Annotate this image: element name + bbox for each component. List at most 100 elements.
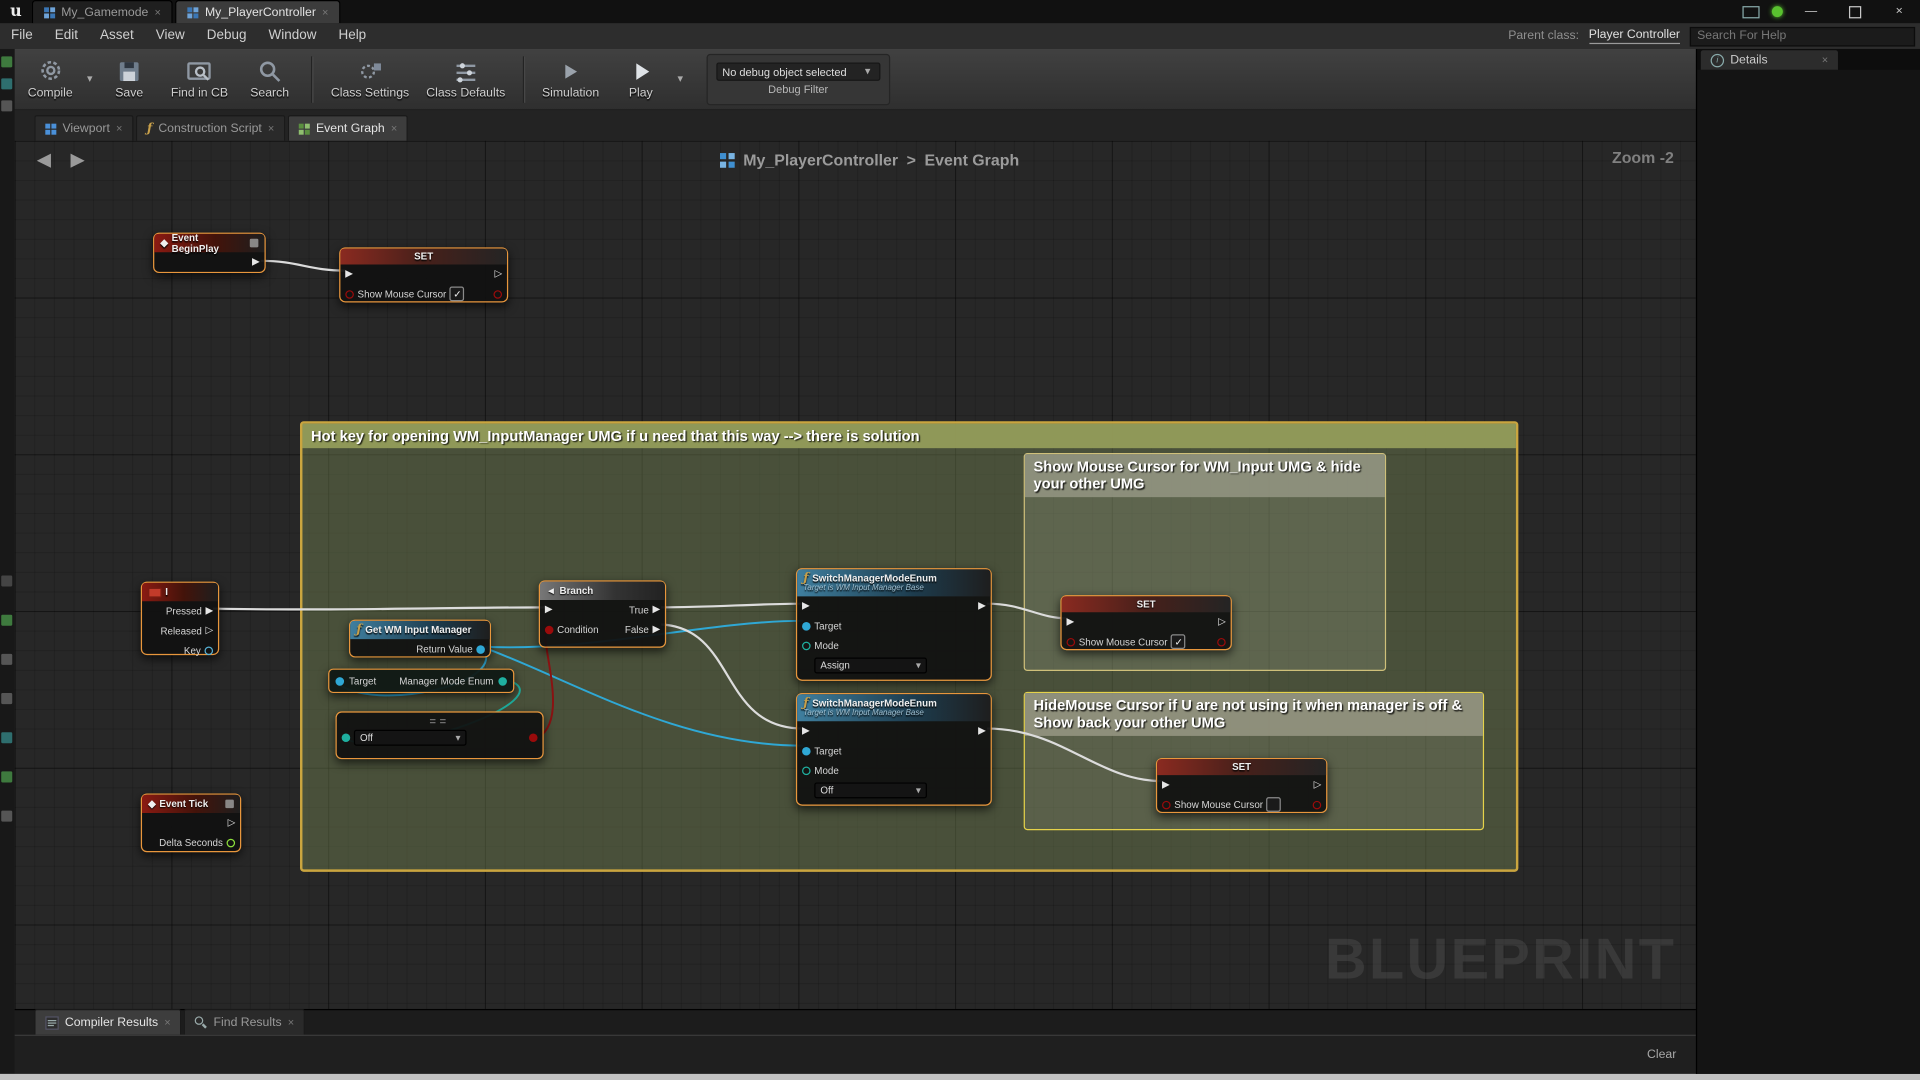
- panel-tab-icon[interactable]: [1, 56, 12, 67]
- nav-back-icon[interactable]: ◀: [37, 148, 51, 170]
- panel-tab-icon[interactable]: [1, 771, 12, 782]
- panel-tab-icon[interactable]: [1, 100, 12, 111]
- exec-in-pin[interactable]: ▶: [802, 601, 810, 611]
- play-options-dropdown[interactable]: ▾: [674, 72, 687, 85]
- enum-equal-node[interactable]: == Off ▾: [336, 711, 544, 759]
- clear-button[interactable]: Clear: [1647, 1048, 1676, 1061]
- enum-in-pin[interactable]: [342, 733, 351, 742]
- bool-out-pin[interactable]: [529, 733, 538, 742]
- play-button[interactable]: Play: [608, 55, 674, 103]
- bool-out-pin[interactable]: [1217, 637, 1226, 646]
- exec-out-pin[interactable]: ▶: [252, 257, 260, 267]
- close-icon[interactable]: ×: [164, 1016, 170, 1028]
- set-show-mouse-cursor-node[interactable]: SET ▶ ▷ Show Mouse Cursor ✓: [339, 247, 508, 302]
- target-in-pin[interactable]: [802, 621, 811, 630]
- save-button[interactable]: Save: [96, 55, 162, 103]
- menu-item-window[interactable]: Window: [258, 23, 328, 49]
- close-icon[interactable]: ×: [288, 1016, 294, 1028]
- tab-construction-script[interactable]: ƒ Construction Script ×: [136, 115, 285, 141]
- tab-details[interactable]: i Details ×: [1701, 50, 1838, 70]
- target-in-pin[interactable]: [336, 677, 345, 686]
- target-in-pin[interactable]: [802, 746, 811, 755]
- panel-tab-icon[interactable]: [1, 811, 12, 822]
- switch-manager-mode-assign-node[interactable]: ƒSwitchManagerModeEnum Target is WM Inpu…: [796, 568, 992, 681]
- event-beginplay-node[interactable]: ◆ Event BeginPlay ▶: [153, 233, 266, 273]
- bool-in-pin[interactable]: [1162, 800, 1171, 809]
- set-show-cursor-node[interactable]: SET ▶ ▷ Show Mouse Cursor ✓: [1060, 595, 1231, 650]
- branch-node[interactable]: ◄ Branch ▶ True ▶ Condition False ▶: [539, 580, 666, 647]
- panel-tab-icon[interactable]: [1, 78, 12, 89]
- close-icon[interactable]: ×: [116, 122, 122, 134]
- tab-event-graph[interactable]: Event Graph ×: [288, 115, 409, 141]
- enum-out-pin[interactable]: [498, 677, 507, 686]
- switch-manager-mode-off-node[interactable]: ƒSwitchManagerModeEnum Target is WM Inpu…: [796, 693, 992, 806]
- exec-in-pin[interactable]: ▶: [345, 269, 353, 279]
- class-defaults-button[interactable]: Class Defaults: [418, 55, 514, 103]
- exec-in-pin[interactable]: ▶: [1162, 780, 1170, 790]
- layout-icon[interactable]: [1742, 6, 1759, 18]
- exec-out-pin[interactable]: ▷: [495, 269, 503, 279]
- close-icon[interactable]: ×: [1822, 54, 1828, 66]
- nav-forward-icon[interactable]: ▶: [70, 148, 84, 170]
- enum-value-dropdown[interactable]: Off ▾: [354, 730, 467, 746]
- panel-tab-icon[interactable]: [1, 615, 12, 626]
- panel-tab-icon[interactable]: [1, 654, 12, 665]
- show-mouse-cursor-checkbox[interactable]: [1267, 797, 1282, 812]
- menu-item-asset[interactable]: Asset: [89, 23, 145, 49]
- menu-item-help[interactable]: Help: [327, 23, 377, 49]
- window-close-button[interactable]: ×: [1883, 1, 1915, 22]
- set-hide-cursor-node[interactable]: SET ▶ ▷ Show Mouse Cursor: [1156, 758, 1327, 813]
- window-minimize-button[interactable]: —: [1795, 1, 1827, 22]
- delta-seconds-pin[interactable]: [227, 838, 236, 847]
- condition-pin[interactable]: [545, 625, 554, 634]
- panel-tab-icon[interactable]: [1, 732, 12, 743]
- compile-button[interactable]: Compile: [17, 55, 83, 103]
- menu-item-file[interactable]: File: [0, 23, 44, 49]
- panel-tab-icon[interactable]: [1, 576, 12, 587]
- asset-tab-playercontroller[interactable]: My_PlayerController ×: [176, 0, 341, 23]
- simulation-button[interactable]: Simulation: [533, 55, 607, 103]
- key-out-pin[interactable]: [204, 646, 213, 655]
- exec-in-pin[interactable]: ▶: [1067, 617, 1075, 627]
- tab-viewport[interactable]: Viewport ×: [34, 115, 133, 141]
- false-exec-pin[interactable]: ▶: [652, 624, 660, 634]
- mode-dropdown[interactable]: Assign ▾: [814, 658, 927, 674]
- manager-mode-enum-getter-node[interactable]: Target Manager Mode Enum: [328, 669, 514, 693]
- mode-in-pin[interactable]: [802, 766, 811, 775]
- event-tick-node[interactable]: ◆ Event Tick ▷ Delta Seconds: [141, 793, 241, 852]
- input-key-event-node[interactable]: I Pressed ▶ Released ▷ Key: [141, 582, 219, 655]
- bool-out-pin[interactable]: [1313, 800, 1322, 809]
- return-value-pin[interactable]: [476, 645, 485, 654]
- account-status-icon[interactable]: [1772, 6, 1783, 17]
- exec-out-pin[interactable]: ▷: [1218, 617, 1226, 627]
- search-button[interactable]: Search: [237, 55, 303, 103]
- exec-in-pin[interactable]: ▶: [802, 726, 810, 736]
- tab-find-results[interactable]: Find Results ×: [184, 1009, 305, 1035]
- comment-title[interactable]: HideMouse Cursor if U are not using it w…: [1025, 693, 1483, 736]
- exec-out-pin[interactable]: ▶: [978, 726, 986, 736]
- comment-title[interactable]: Show Mouse Cursor for WM_Input UMG & hid…: [1025, 454, 1385, 497]
- find-in-cb-button[interactable]: Find in CB: [162, 55, 236, 103]
- close-icon[interactable]: ×: [322, 6, 328, 18]
- close-icon[interactable]: ×: [391, 122, 397, 134]
- show-mouse-cursor-checkbox[interactable]: ✓: [1171, 634, 1186, 649]
- get-wm-input-manager-node[interactable]: ƒ Get WM Input Manager Return Value: [349, 620, 491, 658]
- comment-title[interactable]: Hot key for opening WM_InputManager UMG …: [302, 424, 1515, 449]
- parent-class-link[interactable]: Player Controller: [1589, 28, 1680, 44]
- pressed-exec-pin[interactable]: ▶: [206, 606, 214, 616]
- mode-in-pin[interactable]: [802, 641, 811, 650]
- window-maximize-button[interactable]: [1839, 1, 1871, 22]
- menu-item-debug[interactable]: Debug: [196, 23, 258, 49]
- menu-item-edit[interactable]: Edit: [44, 23, 89, 49]
- close-icon[interactable]: ×: [154, 6, 160, 18]
- help-search-input[interactable]: [1690, 26, 1915, 46]
- compile-options-dropdown[interactable]: ▾: [83, 72, 96, 85]
- exec-out-pin[interactable]: ▶: [978, 601, 986, 611]
- debug-object-dropdown[interactable]: No debug object selected ▾: [716, 62, 880, 80]
- panel-tab-icon[interactable]: [1, 693, 12, 704]
- show-mouse-cursor-checkbox[interactable]: ✓: [450, 287, 465, 302]
- event-graph-canvas[interactable]: ◀ ▶ My_PlayerController > Event Graph Zo…: [15, 141, 1696, 1009]
- breadcrumb-leaf[interactable]: Event Graph: [925, 151, 1020, 169]
- menu-item-view[interactable]: View: [145, 23, 196, 49]
- class-settings-button[interactable]: Class Settings: [322, 55, 417, 103]
